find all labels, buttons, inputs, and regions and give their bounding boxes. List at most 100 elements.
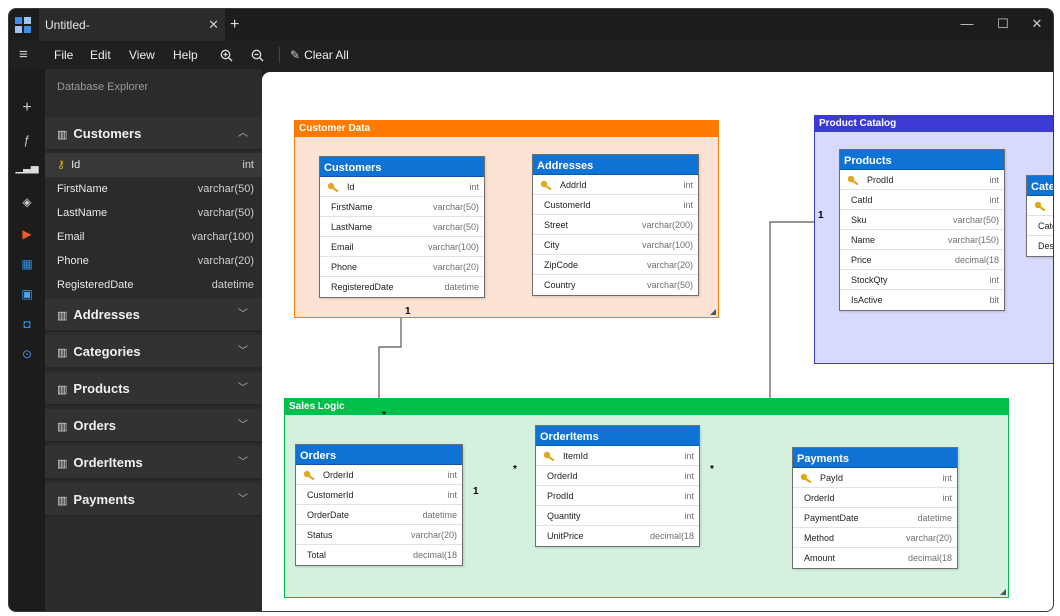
field-type: datetime: [422, 510, 457, 520]
chevron-down-icon[interactable]: ﹀: [238, 383, 248, 394]
entity-row[interactable]: Desc: [1027, 236, 1053, 256]
menu-help[interactable]: Help: [173, 48, 198, 62]
add-icon[interactable]: +: [22, 99, 32, 116]
field-type: int: [989, 195, 999, 205]
function-icon[interactable]: ƒ: [23, 133, 31, 147]
bar-chart-icon[interactable]: ▁▃▅: [15, 163, 39, 174]
table-categories-header[interactable]: ▥Categories﹀: [45, 335, 262, 369]
settings-icon[interactable]: ⊙: [21, 347, 33, 361]
field-name: StockQty: [851, 275, 888, 285]
explorer-title: Database Explorer: [57, 81, 149, 93]
entity-row[interactable]: C: [1027, 196, 1053, 216]
field-type: decimal(18: [412, 550, 457, 560]
git-icon[interactable]: ◘: [23, 317, 31, 331]
field-type: varchar(200): [641, 220, 693, 230]
chevron-down-icon[interactable]: ﹀: [238, 346, 248, 357]
menu-view[interactable]: View: [129, 48, 155, 62]
table-orders-header[interactable]: ▥Orders﹀: [45, 409, 262, 443]
hamburger-menu-icon[interactable]: ≡: [19, 46, 28, 63]
menu-file[interactable]: File: [54, 48, 74, 62]
zoom-in-icon[interactable]: [220, 49, 233, 62]
chevron-down-icon[interactable]: ﹀: [238, 457, 248, 468]
primary-key-icon: [800, 473, 812, 483]
document-tab[interactable]: Untitled-20251215_132052.sqlscher ✕: [39, 9, 225, 64]
table-customers-header[interactable]: ▥Customers︿: [45, 117, 262, 151]
minimize-button[interactable]: —: [960, 16, 974, 31]
table-addresses-header[interactable]: ▥Addresses﹀: [45, 298, 262, 332]
layers-icon[interactable]: ◈: [22, 195, 32, 209]
table-icon: ▥: [57, 347, 68, 359]
chevron-up-icon[interactable]: ︿: [238, 128, 248, 139]
chevron-down-icon[interactable]: ﹀: [238, 420, 248, 431]
maximize-button[interactable]: ☐: [997, 16, 1009, 31]
chevron-down-icon[interactable]: ﹀: [238, 494, 248, 505]
zoom-out-icon[interactable]: [251, 49, 264, 62]
resize-grip-icon[interactable]: [1000, 589, 1006, 595]
table-payments-header[interactable]: ▥Payments﹀: [45, 483, 262, 517]
new-tab-button[interactable]: +: [230, 16, 240, 33]
chevron-down-icon[interactable]: ﹀: [238, 309, 248, 320]
menu-edit[interactable]: Edit: [90, 48, 111, 62]
clear-all-button[interactable]: ✎Clear All: [290, 41, 349, 69]
resize-grip-icon[interactable]: [710, 309, 716, 315]
field-type: int: [684, 471, 694, 481]
close-tab-icon[interactable]: ✕: [208, 17, 219, 32]
grid-icon[interactable]: ▦: [21, 257, 33, 271]
table-products-header[interactable]: ▥Products﹀: [45, 372, 262, 406]
image-icon[interactable]: ▣: [21, 287, 33, 301]
entity-row[interactable]: Cate: [1027, 216, 1053, 236]
table-orderitems-header[interactable]: ▥OrderItems﹀: [45, 446, 262, 480]
close-window-button[interactable]: ✕: [1031, 16, 1043, 31]
entity-categories[interactable]: CategCCateDesc: [1026, 175, 1053, 257]
play-icon[interactable]: ▶: [22, 227, 32, 241]
